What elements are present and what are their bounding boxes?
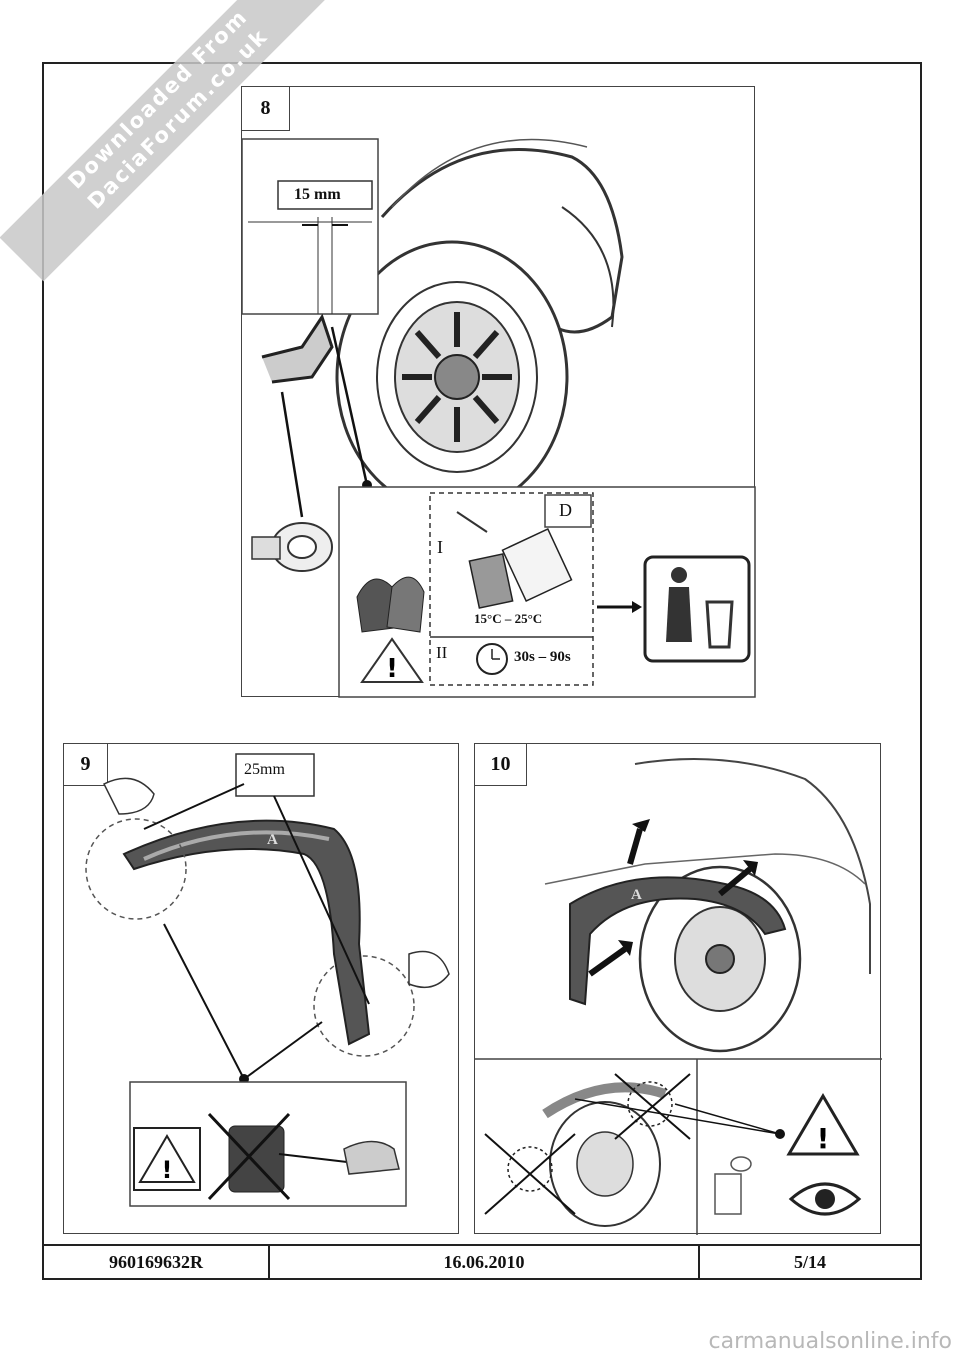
step-8-number: 8 [242,87,290,131]
part-a-label-10: A [631,887,642,903]
document-date: 16.06.2010 [270,1246,700,1278]
box-d-label: D [559,500,572,520]
step-8-illustration: ! [242,138,756,698]
measure-15mm: 15 mm [294,186,341,203]
site-footer: carmanualsonline.info [708,1329,952,1354]
step-8-panel: 8 [241,86,756,698]
step-10-number: 10 [475,744,527,786]
step-10-panel: 10 ! [474,743,882,1235]
step-9-panel: 9 ! 25mm A [63,743,459,1234]
step-ii-label: II [436,643,448,662]
time-range: 30s – 90s [514,649,571,665]
step-10-illustration: ! [475,758,882,1235]
step-9-illustration: ! [85,753,450,1207]
document-ref: 960169632R [44,1246,270,1278]
measure-25mm: 25mm [244,761,285,778]
step-i-label: I [437,537,443,557]
temperature-range: 15°C – 25°C [474,611,543,626]
step-9-number: 9 [64,744,108,786]
svg-text:!: ! [386,654,398,684]
svg-text:!: ! [817,1122,830,1155]
svg-text:!: ! [162,1156,173,1184]
document-footer: 960169632R 16.06.2010 5/14 [42,1244,922,1280]
part-a-label: A [267,832,278,848]
page-number: 5/14 [793,1251,826,1272]
